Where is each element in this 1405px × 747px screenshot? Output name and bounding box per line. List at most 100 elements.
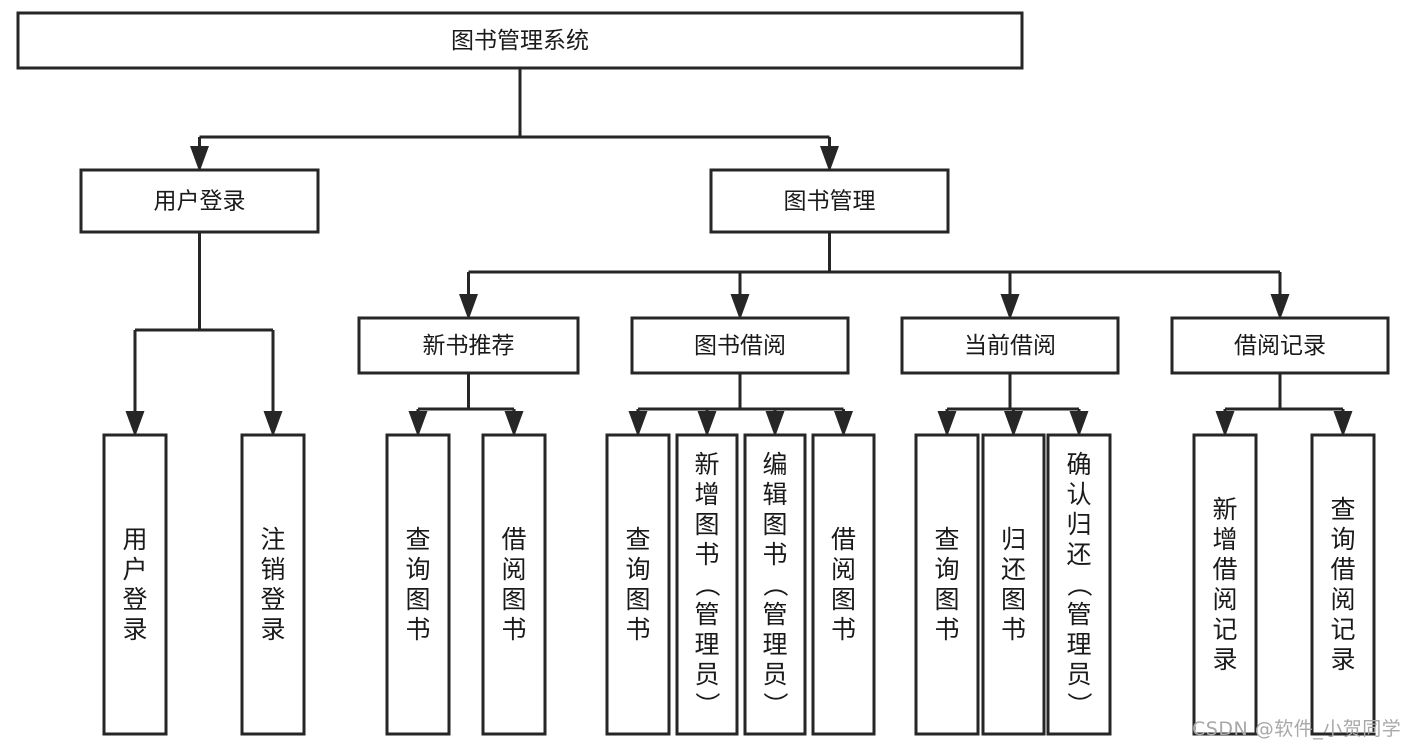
node-label-char: 图: [1001, 585, 1026, 614]
node-label-char: 录: [260, 615, 285, 644]
node-box-leaf-user-login: [102, 433, 168, 736]
node-root[interactable]: 图书管理系统: [16, 11, 1024, 70]
node-label-char: 归: [1001, 525, 1026, 554]
node-label-char: 户: [122, 555, 147, 584]
node-label-char: （: [693, 572, 722, 597]
node-label-char: 管: [762, 600, 787, 629]
node-box-leaf-confirm-return: [1046, 433, 1112, 736]
node-label-current-borrow: 当前借阅: [964, 333, 1056, 359]
node-label-char: 查: [1330, 495, 1355, 524]
node-label-char: 书: [501, 615, 526, 644]
node-label-char: 员: [762, 660, 787, 689]
node-label-char: 书: [762, 540, 787, 569]
node-leaf-borrow-book-2[interactable]: 借阅图书借阅图书: [0, 0, 876, 736]
node-label-char: 理: [1066, 630, 1091, 659]
node-label-char: 书: [934, 615, 959, 644]
watermark-text: CSDN @软件_小贺同学: [1192, 718, 1402, 740]
node-label-char: ）: [761, 692, 790, 717]
node-label-borrow-record: 借阅记录: [1234, 333, 1326, 359]
node-label-char: 阅: [501, 555, 526, 584]
node-label-char: 录: [1212, 645, 1237, 674]
connector-layer: [125, 68, 1353, 437]
node-label-char: 编: [762, 450, 787, 479]
node-leaf-user-login[interactable]: 用户登录用户登录: [0, 0, 168, 736]
node-label-char: 认: [1066, 480, 1091, 509]
node-label-char: 图: [405, 585, 430, 614]
node-label-char: 图: [694, 510, 719, 539]
node-label-char: 书: [1001, 615, 1026, 644]
node-label-char: （: [761, 572, 790, 597]
node-label-char: 阅: [1330, 585, 1355, 614]
node-box-leaf-query-book-3: [914, 433, 980, 736]
node-label-char: 借: [1212, 555, 1237, 584]
node-label-char: 书: [831, 615, 856, 644]
node-box-borrow-record: [1170, 316, 1390, 375]
node-label-char: 录: [1330, 645, 1355, 674]
node-label-char: 阅: [1212, 585, 1237, 614]
node-label-char: 询: [1330, 525, 1355, 554]
node-label-char: 新: [694, 450, 719, 479]
node-label-char: 员: [694, 660, 719, 689]
node-leaf-query-book-2[interactable]: 查询图书查询图书: [0, 0, 671, 736]
node-box-current-borrow: [900, 316, 1120, 375]
node-box-new-book-recommend: [357, 316, 580, 375]
node-leaf-query-borrow-record[interactable]: 查询借阅记录查询借阅记录: [0, 0, 1376, 736]
node-leaf-query-book-3[interactable]: 查询图书查询图书: [0, 0, 980, 736]
node-label-char: 询: [625, 555, 650, 584]
node-label-char: 图: [934, 585, 959, 614]
node-label-char: 书: [625, 615, 650, 644]
node-label-new-book-recommend: 新书推荐: [423, 333, 515, 359]
node-leaf-logout-login[interactable]: 注销登录注销登录: [0, 0, 306, 736]
node-user-login[interactable]: 用户登录: [79, 168, 320, 234]
node-box-leaf-add-book: [675, 433, 739, 736]
node-leaf-add-borrow-record[interactable]: 新增借阅记录新增借阅记录: [0, 0, 1258, 736]
node-new-book-recommend[interactable]: 新书推荐: [357, 316, 580, 375]
node-leaf-return-book[interactable]: 归还图书归还图书: [0, 0, 1046, 736]
node-box-leaf-edit-book: [743, 433, 807, 736]
node-label-root: 图书管理系统: [451, 28, 589, 54]
node-label-char: 录: [122, 615, 147, 644]
node-box-leaf-query-borrow-record: [1310, 433, 1376, 736]
node-label-char: ）: [693, 692, 722, 717]
node-leaf-borrow-book-1[interactable]: 借阅图书借阅图书: [0, 0, 547, 736]
node-current-borrow[interactable]: 当前借阅: [900, 316, 1120, 375]
node-label-char: 增: [694, 480, 719, 509]
node-label-char: 询: [934, 555, 959, 584]
node-label-char: 管: [1066, 600, 1091, 629]
node-label-char: 归: [1066, 510, 1091, 539]
node-label-char: 辑: [762, 480, 787, 509]
node-box-leaf-logout-login: [240, 433, 306, 736]
node-label-char: 理: [762, 630, 787, 659]
node-label-char: 员: [1066, 660, 1091, 689]
node-label-char: 登: [260, 585, 285, 614]
node-label-char: 记: [1330, 615, 1355, 644]
node-label-char: 查: [625, 525, 650, 554]
node-label-user-login: 用户登录: [154, 189, 246, 215]
node-label-char: 借: [831, 525, 856, 554]
node-box-book-borrow: [630, 316, 850, 375]
node-box-book-manage: [709, 168, 950, 234]
node-box-leaf-query-book-1: [385, 433, 451, 736]
node-label-char: 还: [1001, 555, 1026, 584]
node-label-char: 用: [122, 525, 147, 554]
node-label-char: 询: [405, 555, 430, 584]
node-book-borrow[interactable]: 图书借阅: [630, 316, 850, 375]
node-label-char: 图: [831, 585, 856, 614]
node-label-char: 查: [934, 525, 959, 554]
node-leaf-query-book-1[interactable]: 查询图书查询图书: [0, 0, 451, 736]
node-label-char: 理: [694, 630, 719, 659]
node-label-char: 新: [1212, 495, 1237, 524]
node-label-char: 注: [260, 525, 285, 554]
node-label-char: 图: [501, 585, 526, 614]
node-borrow-record[interactable]: 借阅记录: [1170, 316, 1390, 375]
node-label-book-manage: 图书管理: [784, 189, 876, 215]
node-book-manage[interactable]: 图书管理: [709, 168, 950, 234]
node-label-char: 记: [1212, 615, 1237, 644]
node-label-char: 增: [1212, 525, 1237, 554]
node-label-char: 借: [1330, 555, 1355, 584]
node-box-root: [16, 11, 1024, 70]
